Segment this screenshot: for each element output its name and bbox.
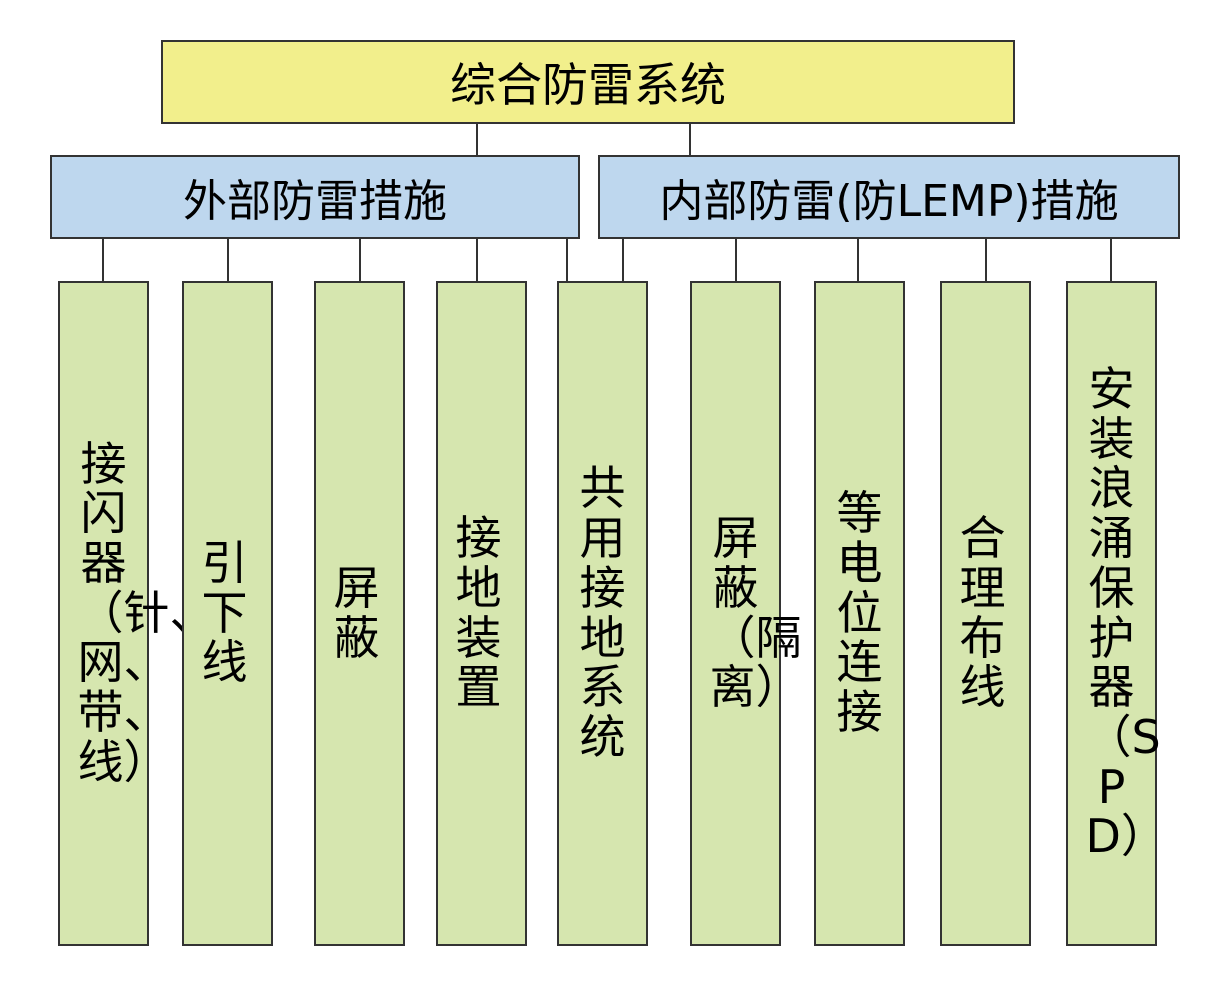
leaf-air-terminal: 接闪器（针、网、带、线） xyxy=(58,281,216,946)
leaf-spd: 安装浪涌保护器（SPD） xyxy=(1066,281,1167,946)
connector-ext-leaf2 xyxy=(227,239,229,281)
leaf-down-conductor: 引下线 xyxy=(182,281,273,946)
leaf-label: 接地装置 xyxy=(455,511,522,715)
leaf-label: 屏蔽（隔离） xyxy=(709,511,802,715)
leaf-label: 屏蔽 xyxy=(333,560,420,665)
connector-root-internal xyxy=(689,124,691,155)
leaf-label: 等电位连接 xyxy=(836,486,883,739)
branch-external-label: 外部防雷措施 xyxy=(183,176,447,227)
branch-internal: 内部防雷(防LEMP)措施 xyxy=(598,155,1180,239)
connector-ext-leaf4 xyxy=(476,239,478,281)
connector-int-leaf8 xyxy=(985,239,987,281)
leaf-label: 引下线 xyxy=(201,535,268,690)
branch-internal-label: 内部防雷(防LEMP)措施 xyxy=(659,176,1119,227)
leaf-label: 安装浪涌保护器（SPD） xyxy=(1085,362,1167,864)
connector-ext-leaf1 xyxy=(102,239,104,281)
leaf-common-grounding: 共用接地系统 xyxy=(557,281,648,946)
connector-int-leaf5 xyxy=(622,239,624,281)
leaf-label: 接闪器（针、网、带、线） xyxy=(77,436,216,789)
leaf-proper-wiring: 合理布线 xyxy=(940,281,1031,946)
leaf-shielding-external: 屏蔽 xyxy=(314,281,405,946)
connector-ext-leaf3 xyxy=(359,239,361,281)
leaf-equipotential-bonding: 等电位连接 xyxy=(814,281,905,946)
connector-int-leaf7 xyxy=(857,239,859,281)
connector-ext-leaf5 xyxy=(566,239,568,281)
leaf-grounding-device: 接地装置 xyxy=(436,281,527,946)
connector-root-external xyxy=(476,124,478,155)
connector-int-leaf6 xyxy=(735,239,737,281)
leaf-shielding-isolation: 屏蔽（隔离） xyxy=(690,281,802,946)
root-label: 综合防雷系统 xyxy=(450,58,726,112)
leaf-label: 合理布线 xyxy=(959,511,1026,715)
leaf-label: 共用接地系统 xyxy=(579,461,626,764)
root-node: 综合防雷系统 xyxy=(161,40,1015,124)
branch-external: 外部防雷措施 xyxy=(50,155,580,239)
connector-int-leaf9 xyxy=(1110,239,1112,281)
